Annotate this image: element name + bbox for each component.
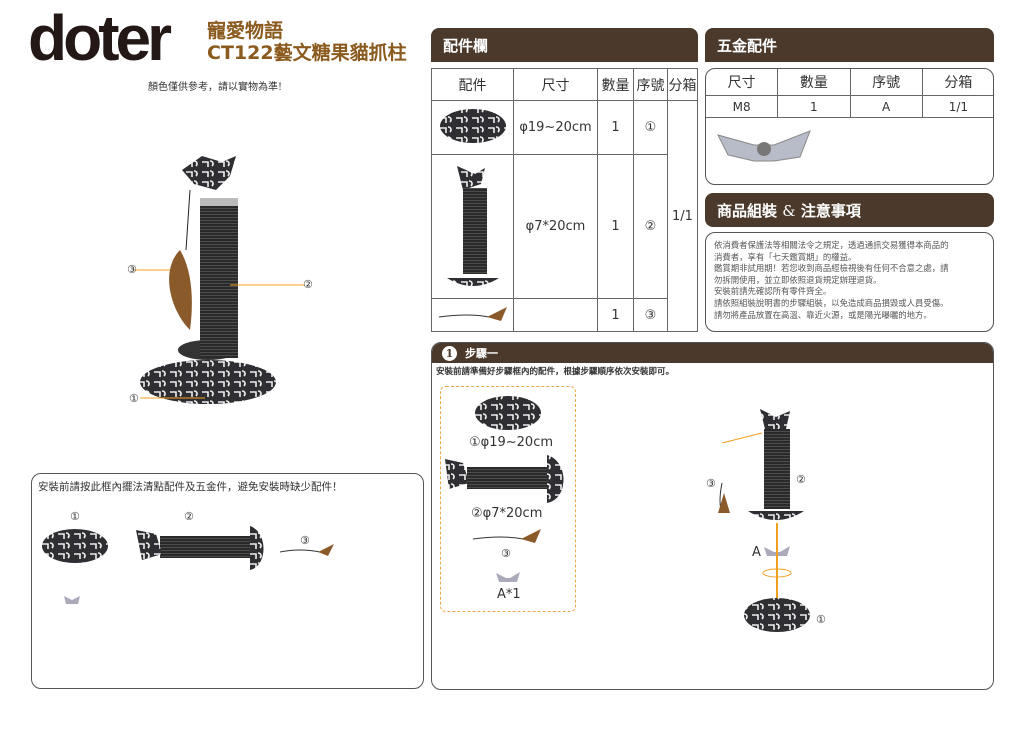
label-3: ③ <box>127 263 137 276</box>
step-number: 1 <box>442 345 457 361</box>
parts-table-header: 配件欄 <box>431 28 698 62</box>
notice-line: 鑑賞期非試用期！若您收到商品經檢視後有任何不合意之處，請 <box>714 263 949 274</box>
col-header: 數量 <box>597 68 634 101</box>
feather-toy-image <box>472 529 541 543</box>
base-disc-image <box>475 396 541 430</box>
col-header: 尺寸 <box>513 68 598 101</box>
col-header: 分箱 <box>921 69 993 96</box>
cell-size: M8 <box>706 95 779 118</box>
cell-box: 1/1 <box>921 95 993 118</box>
diagram-label-a: A <box>752 545 761 560</box>
cell-no: ① <box>633 100 668 155</box>
post-image <box>446 165 499 286</box>
notice-line: 請勿將產品放置在高溫、靠近火源，或是陽光曝曬的地方。 <box>714 309 932 320</box>
wing-nut-image <box>717 130 811 162</box>
step-instruction: 安裝前請準備好步驟框內的配件，根據步驟順序依次安裝即可。 <box>436 367 675 377</box>
notice-title-b: 注意事項 <box>800 202 861 220</box>
checklist-label-2: ② <box>184 510 194 523</box>
label-2: ② <box>303 278 313 291</box>
base-disc-image <box>439 108 506 143</box>
col-header: 序號 <box>849 69 923 96</box>
post-image <box>445 455 564 503</box>
notice-amp: & <box>782 202 796 220</box>
cell-box: 1/1 <box>667 100 698 332</box>
cell-no: ② <box>633 154 668 299</box>
brand-line1: 寵愛物語 <box>207 20 284 42</box>
notice-line: 依消費者保護法等相關法令之規定，透過通訊交易獲得本商品的 <box>714 240 949 250</box>
wing-nut-icon <box>496 572 520 582</box>
checklist-parts <box>42 526 334 604</box>
col-header: 配件 <box>431 68 514 101</box>
checklist-label-3: ③ <box>300 534 310 547</box>
color-note: 顏色僅供參考，請以實物為準! <box>148 82 283 93</box>
assembly-diagram <box>718 409 810 632</box>
notice-title-a: 商品組裝 <box>717 202 778 220</box>
cell-qty: 1 <box>597 154 634 299</box>
hardware-header: 五金配件 <box>705 28 994 62</box>
label-1: ① <box>129 392 139 405</box>
step1-box: 1 步驟一 安裝前請準備好步驟框內的配件，根據步驟順序依次安裝即可。 ①φ19~… <box>431 342 994 690</box>
checklist-label-1: ① <box>70 510 80 523</box>
part-label-2: ②φ7*20cm <box>471 506 543 521</box>
checklist-box: 安裝前請按此框內擺法清點配件及五金件，避免安裝時缺少配件！ ① ② ③ <box>31 473 424 689</box>
doter-logo: doter <box>28 2 172 74</box>
cell-size: φ19~20cm <box>513 100 598 155</box>
part-label-a: A*1 <box>497 587 521 602</box>
notice-line: 請依照組裝說明書的步驟組裝，以免造成商品損毀或人員受傷。 <box>714 297 949 308</box>
notice-box: 依消費者保護法等相關法令之規定，透過通訊交易獲得本商品的消費者，享有「七天鑑賞期… <box>705 232 994 332</box>
part-label-3: ③ <box>501 547 511 560</box>
notice-header: 商品組裝 & 注意事項 <box>705 193 994 227</box>
part-label-1: ①φ19~20cm <box>469 435 554 450</box>
col-header: 數量 <box>777 69 851 96</box>
diagram-label-2: ② <box>796 473 806 486</box>
cell-qty: 1 <box>597 298 634 332</box>
diagram-label-1: ① <box>816 613 826 626</box>
notice-line: 勿拆開使用，並立即依照退貨規定辦理退貨。 <box>714 274 882 285</box>
feather-toy-image <box>438 307 507 321</box>
col-header: 尺寸 <box>706 69 779 96</box>
step1-header: 1 步驟一 <box>432 343 993 363</box>
step-parts-box: ①φ19~20cm ②φ7*20cm ③ A*1 <box>440 386 576 612</box>
cell-size <box>513 298 598 332</box>
brand-line2: CT122藝文糖果貓抓柱 <box>207 42 407 64</box>
diagram-label-3: ③ <box>706 477 716 490</box>
notice-line: 消費者，享有「七天鑑賞期」的權益。 <box>714 251 857 262</box>
checklist-text: 安裝前請按此框內擺法清點配件及五金件，避免安裝時缺少配件！ <box>38 481 343 493</box>
col-header: 序號 <box>633 68 668 101</box>
col-header: 分箱 <box>667 68 698 101</box>
cell-qty: 1 <box>597 100 634 155</box>
step-title: 步驟一 <box>465 347 498 360</box>
cell-qty: 1 <box>777 95 851 118</box>
notice-line: 安裝前請先確認所有零件齊全。 <box>714 286 832 297</box>
cell-no: ③ <box>633 298 668 332</box>
cell-size: φ7*20cm <box>513 154 598 299</box>
product-illustration <box>134 156 305 404</box>
cell-no: A <box>849 95 923 118</box>
